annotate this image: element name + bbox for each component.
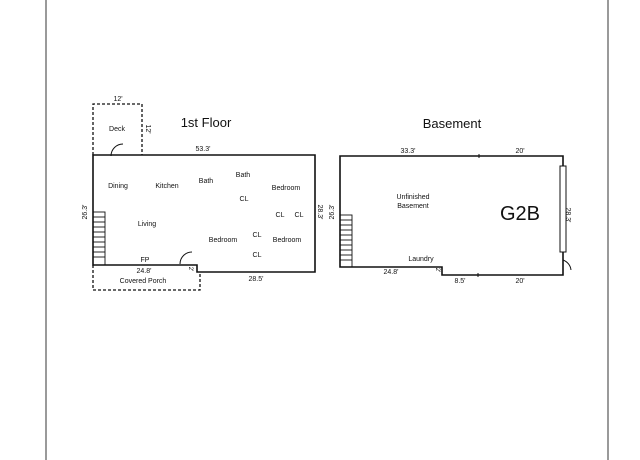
first-right-height-dim: 28.3' (316, 205, 323, 220)
basement-bottom-mid-dim: 8.5' (454, 278, 465, 285)
basement-top-right-dim: 20' (515, 148, 524, 155)
basement-bottom-step-dim: 2' (434, 268, 440, 272)
bedroom-label-2: Bedroom (209, 237, 238, 244)
kitchen-label: Kitchen (155, 183, 178, 190)
basement-door-swing (562, 259, 572, 271)
closet-label: CL (253, 252, 262, 259)
closet-label: CL (295, 212, 304, 219)
dining-label: Dining (108, 183, 128, 190)
first-left-height-dim: 26.3' (82, 205, 89, 220)
first-bottom-right-dim: 28.5' (249, 276, 264, 283)
deck-label: Deck (109, 126, 125, 133)
deck-depth-dim: 12' (144, 124, 151, 133)
basement-top-left-dim: 33.3' (401, 148, 416, 155)
fireplace-label: FP (141, 257, 150, 264)
first-floor-plan: 1st Floor 12' 12' Deck (82, 96, 323, 291)
basement-right-height-dim: 28.3' (564, 208, 571, 223)
covered-porch-label: Covered Porch (120, 278, 167, 285)
covered-porch-outline (92, 265, 201, 291)
left-page-border (45, 0, 47, 460)
basement-bottom-right-dim: 20' (515, 278, 524, 285)
first-floor-stairs (92, 211, 106, 266)
basement-garage-door (559, 165, 567, 253)
basement-bottom-left-dim: 24.8' (384, 269, 399, 276)
living-label: Living (138, 221, 156, 228)
unit-label: G2B (500, 203, 540, 225)
first-bottom-step-dim: 2' (187, 267, 193, 271)
basement-title: Basement (423, 116, 482, 131)
bath-label-1: Bath (199, 178, 214, 185)
first-top-width-dim: 53.3' (196, 146, 211, 153)
basement-plan: Basement (329, 116, 572, 285)
deck-door-swing (110, 143, 124, 157)
porch-door-swing (179, 251, 193, 265)
laundry-label: Laundry (408, 256, 434, 263)
bath-label-2: Bath (236, 172, 251, 179)
bedroom-label-1: Bedroom (272, 185, 301, 192)
deck-width-dim: 12' (113, 96, 122, 103)
first-bottom-left-dim: 24.8' (137, 268, 152, 275)
first-floor-title: 1st Floor (181, 115, 232, 130)
closet-label: CL (240, 196, 249, 203)
unfinished-basement-label-line1: Unfinished (396, 194, 429, 201)
deck-outline (92, 103, 143, 155)
basement-left-height-dim: 26.3' (329, 205, 336, 220)
closet-label: CL (253, 232, 262, 239)
right-page-border (607, 0, 609, 460)
closet-label: CL (276, 212, 285, 219)
bedroom-label-3: Bedroom (273, 237, 302, 244)
basement-stairs (339, 214, 353, 268)
unfinished-basement-label-line2: Basement (397, 203, 429, 210)
